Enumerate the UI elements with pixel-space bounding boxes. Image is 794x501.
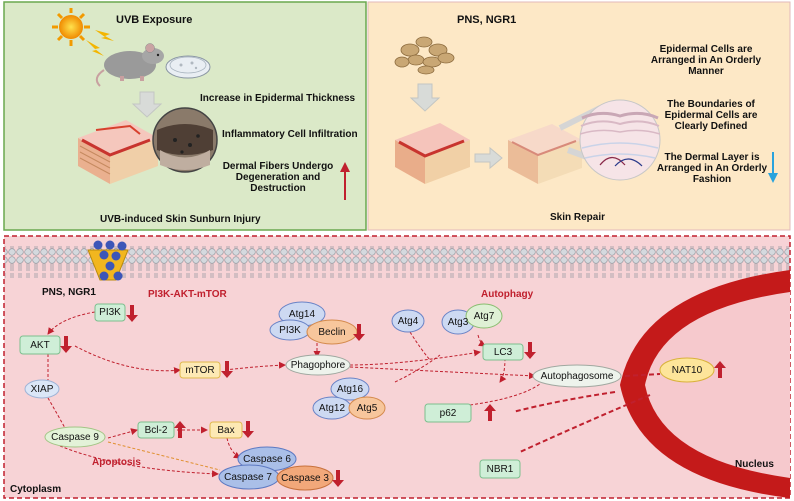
uvb-exposure-label: UVB Exposure [116, 14, 193, 26]
mouse-icon [95, 43, 164, 87]
damaged-skin-icon [78, 120, 158, 184]
petri-dish-icon [165, 55, 211, 79]
herb-roots-icon [394, 36, 455, 75]
uvb-finding-1: Increase in Epidermal Thickness [200, 93, 356, 104]
node-atg4: Atg4 [397, 315, 419, 327]
cell-membrane [5, 246, 789, 278]
node-lc3: LC3 [493, 346, 513, 358]
node-atg16: Atg16 [336, 383, 364, 395]
repaired-histology-icon [579, 99, 661, 181]
down-arrow-icon-2 [409, 83, 441, 112]
node-shapes [19, 301, 715, 491]
repair-finding-1: Epidermal Cells are Arranged in An Order… [650, 44, 762, 77]
autophagy-label: Autophagy [481, 289, 534, 300]
apoptosis-label: Apoptosis [92, 457, 141, 468]
node-mtor: mTOR [185, 364, 215, 376]
node-autophagosome: Autophagosome [540, 370, 614, 382]
node-nat10: NAT10 [671, 364, 703, 376]
cytoplasm-label: Cytoplasm [10, 484, 62, 495]
pathway-label: PI3K-AKT-mTOR [148, 289, 227, 300]
node-atg5: Atg5 [356, 402, 378, 414]
down-arrow-icon [131, 91, 163, 118]
nuclear-connectors [512, 373, 661, 453]
uvb-finding-3: Dermal Fibers Undergo Degeneration and D… [222, 161, 334, 194]
node-pi3k: PI3K [99, 307, 121, 318]
node-p62: p62 [439, 407, 457, 419]
repair-finding-2: The Boundaries of Epidermal Cells are Cl… [664, 99, 758, 132]
node-bcl2: Bcl-2 [144, 424, 168, 436]
node-akt: AKT [30, 339, 50, 351]
decrease-arrow-icon [768, 152, 778, 183]
node-atg12: Atg12 [318, 402, 346, 414]
node-atg14: Atg14 [288, 308, 316, 320]
node-bax: Bax [217, 424, 235, 436]
repair-finding-3: The Dermal Layer is Arranged in An Order… [656, 152, 768, 185]
histology-magnifier-icon [152, 107, 218, 173]
node-xiap: XIAP [30, 383, 54, 395]
right-arrow-icon [474, 146, 503, 170]
treatment-label: PNS, NGR1 [457, 14, 517, 26]
node-atg7: Atg7 [473, 310, 495, 322]
node-beclin: Beclin [318, 326, 346, 338]
regulation-arrows [60, 305, 726, 487]
node-caspase7: Caspase 7 [224, 471, 272, 483]
node-pi3k-complex: PI3K [279, 324, 301, 336]
node-atg3: Atg3 [447, 316, 469, 328]
uvb-caption: UVB-induced Skin Sunburn Injury [100, 214, 261, 225]
repair-caption: Skin Repair [550, 212, 606, 223]
skin-block-icon [395, 123, 470, 184]
sun-icon [52, 8, 90, 46]
receptor-icon [87, 240, 129, 281]
node-nbr1: NBR1 [486, 463, 514, 475]
increase-arrow-icon [340, 162, 350, 200]
node-caspase3: Caspase 3 [281, 472, 329, 484]
mechanism-treatment-label: PNS, NGR1 [42, 287, 96, 298]
node-caspase9: Caspase 9 [51, 431, 99, 443]
node-phagophore: Phagophore [290, 359, 346, 371]
node-caspase6: Caspase 6 [243, 453, 291, 465]
uvb-finding-2: Inflammatory Cell Infiltration [222, 129, 358, 140]
nucleus-label: Nucleus [735, 459, 774, 470]
uv-ray-icon [86, 30, 114, 56]
